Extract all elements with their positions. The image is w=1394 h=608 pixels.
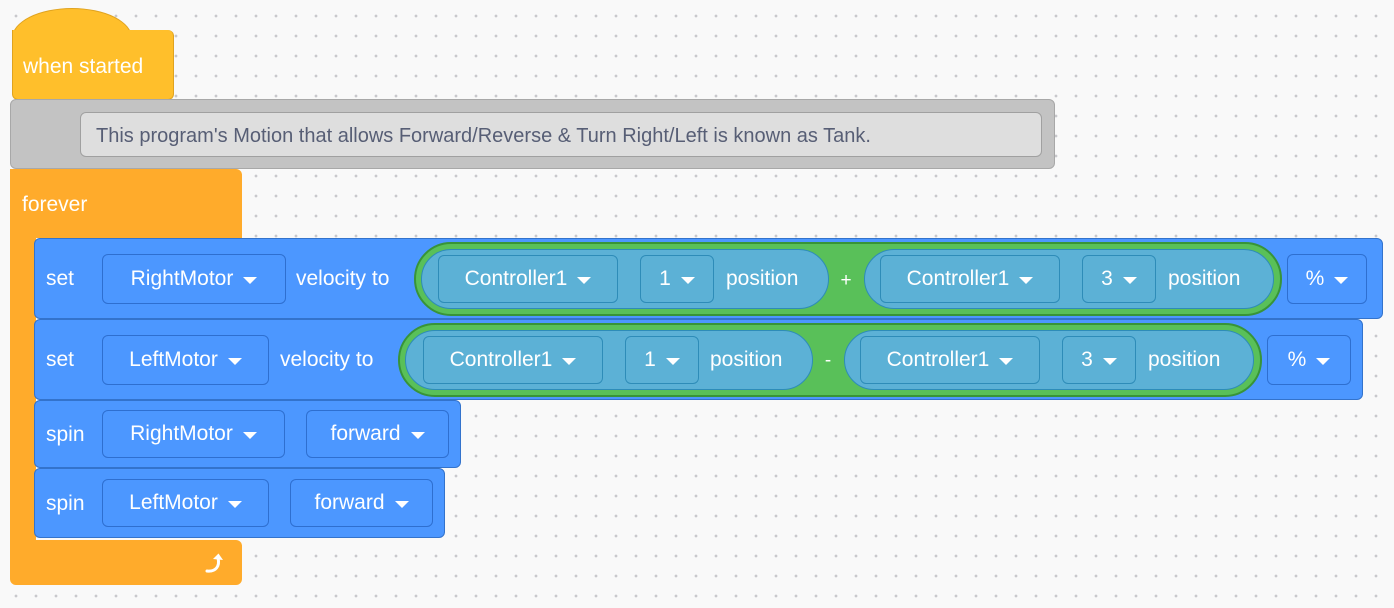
left-motor-dropdown[interactable]: LeftMotor: [102, 479, 269, 527]
plus-operator-label: +: [840, 270, 852, 291]
chevron-down-icon: [1334, 276, 1349, 284]
axis-dropdown[interactable]: 3: [1082, 255, 1156, 303]
controller-dropdown-label: Controller1: [464, 267, 568, 290]
axis-dropdown-label: 3: [1101, 267, 1113, 290]
chevron-down-icon: [243, 276, 258, 284]
percent-unit-dropdown[interactable]: %: [1287, 254, 1367, 304]
forever-block-arm[interactable]: [10, 236, 36, 546]
right-motor-dropdown-label: RightMotor: [130, 422, 233, 445]
right-motor-dropdown-label: RightMotor: [130, 267, 234, 290]
percent-unit-dropdown[interactable]: %: [1267, 335, 1351, 385]
position-label: position: [1148, 348, 1221, 371]
chevron-down-icon: [394, 500, 409, 508]
forever-block[interactable]: [10, 169, 242, 238]
controller-dropdown[interactable]: Controller1: [860, 336, 1040, 384]
axis-dropdown[interactable]: 1: [625, 336, 699, 384]
chevron-down-icon: [1122, 276, 1137, 284]
axis-dropdown-label: 1: [659, 267, 671, 290]
chevron-down-icon: [562, 357, 577, 365]
chevron-down-icon: [1316, 357, 1331, 365]
comment-text: This program's Motion that allows Forwar…: [96, 125, 871, 147]
chevron-down-icon: [999, 357, 1014, 365]
chevron-down-icon: [410, 431, 425, 439]
axis-dropdown-label: 3: [1081, 348, 1093, 371]
chevron-down-icon: [242, 431, 257, 439]
chevron-down-icon: [1019, 276, 1034, 284]
controller-dropdown[interactable]: Controller1: [880, 255, 1060, 303]
controller-dropdown-label: Controller1: [886, 348, 990, 371]
direction-dropdown-label: forward: [314, 491, 385, 514]
when-started-label: when started: [23, 55, 144, 78]
spin-label: spin: [46, 423, 85, 446]
position-label: position: [726, 267, 799, 290]
forever-label: forever: [22, 193, 88, 216]
minus-operator-label: -: [824, 350, 832, 371]
comment-text-field[interactable]: [80, 112, 1042, 157]
direction-dropdown[interactable]: forward: [306, 410, 449, 458]
chevron-down-icon: [680, 276, 695, 284]
set-label: set: [46, 348, 75, 371]
chevron-down-icon: [227, 357, 242, 365]
controller-dropdown[interactable]: Controller1: [423, 336, 603, 384]
axis-dropdown[interactable]: 1: [640, 255, 714, 303]
percent-unit-label: %: [1305, 267, 1325, 290]
left-motor-dropdown[interactable]: LeftMotor: [102, 335, 269, 385]
axis-dropdown[interactable]: 3: [1062, 336, 1136, 384]
chevron-down-icon: [1102, 357, 1117, 365]
percent-unit-label: %: [1287, 348, 1307, 371]
chevron-down-icon: [577, 276, 592, 284]
chevron-down-icon: [665, 357, 680, 365]
chevron-down-icon: [227, 500, 242, 508]
controller-dropdown-label: Controller1: [906, 267, 1010, 290]
forever-block-bottom[interactable]: [10, 540, 242, 585]
position-label: position: [710, 348, 783, 371]
direction-dropdown[interactable]: forward: [290, 479, 433, 527]
velocity-to-label: velocity to: [296, 267, 390, 290]
left-motor-dropdown-label: LeftMotor: [129, 491, 218, 514]
right-motor-dropdown[interactable]: RightMotor: [102, 254, 286, 304]
left-motor-dropdown-label: LeftMotor: [129, 348, 218, 371]
set-label: set: [46, 267, 75, 290]
axis-dropdown-label: 1: [644, 348, 656, 371]
loop-arrow-icon: [205, 553, 223, 573]
controller-dropdown-label: Controller1: [449, 348, 553, 371]
position-label: position: [1168, 267, 1241, 290]
when-started-block[interactable]: [12, 30, 174, 100]
velocity-to-label: velocity to: [280, 348, 374, 371]
spin-label: spin: [46, 492, 85, 515]
controller-dropdown[interactable]: Controller1: [438, 255, 618, 303]
direction-dropdown-label: forward: [330, 422, 401, 445]
right-motor-dropdown[interactable]: RightMotor: [102, 410, 285, 458]
